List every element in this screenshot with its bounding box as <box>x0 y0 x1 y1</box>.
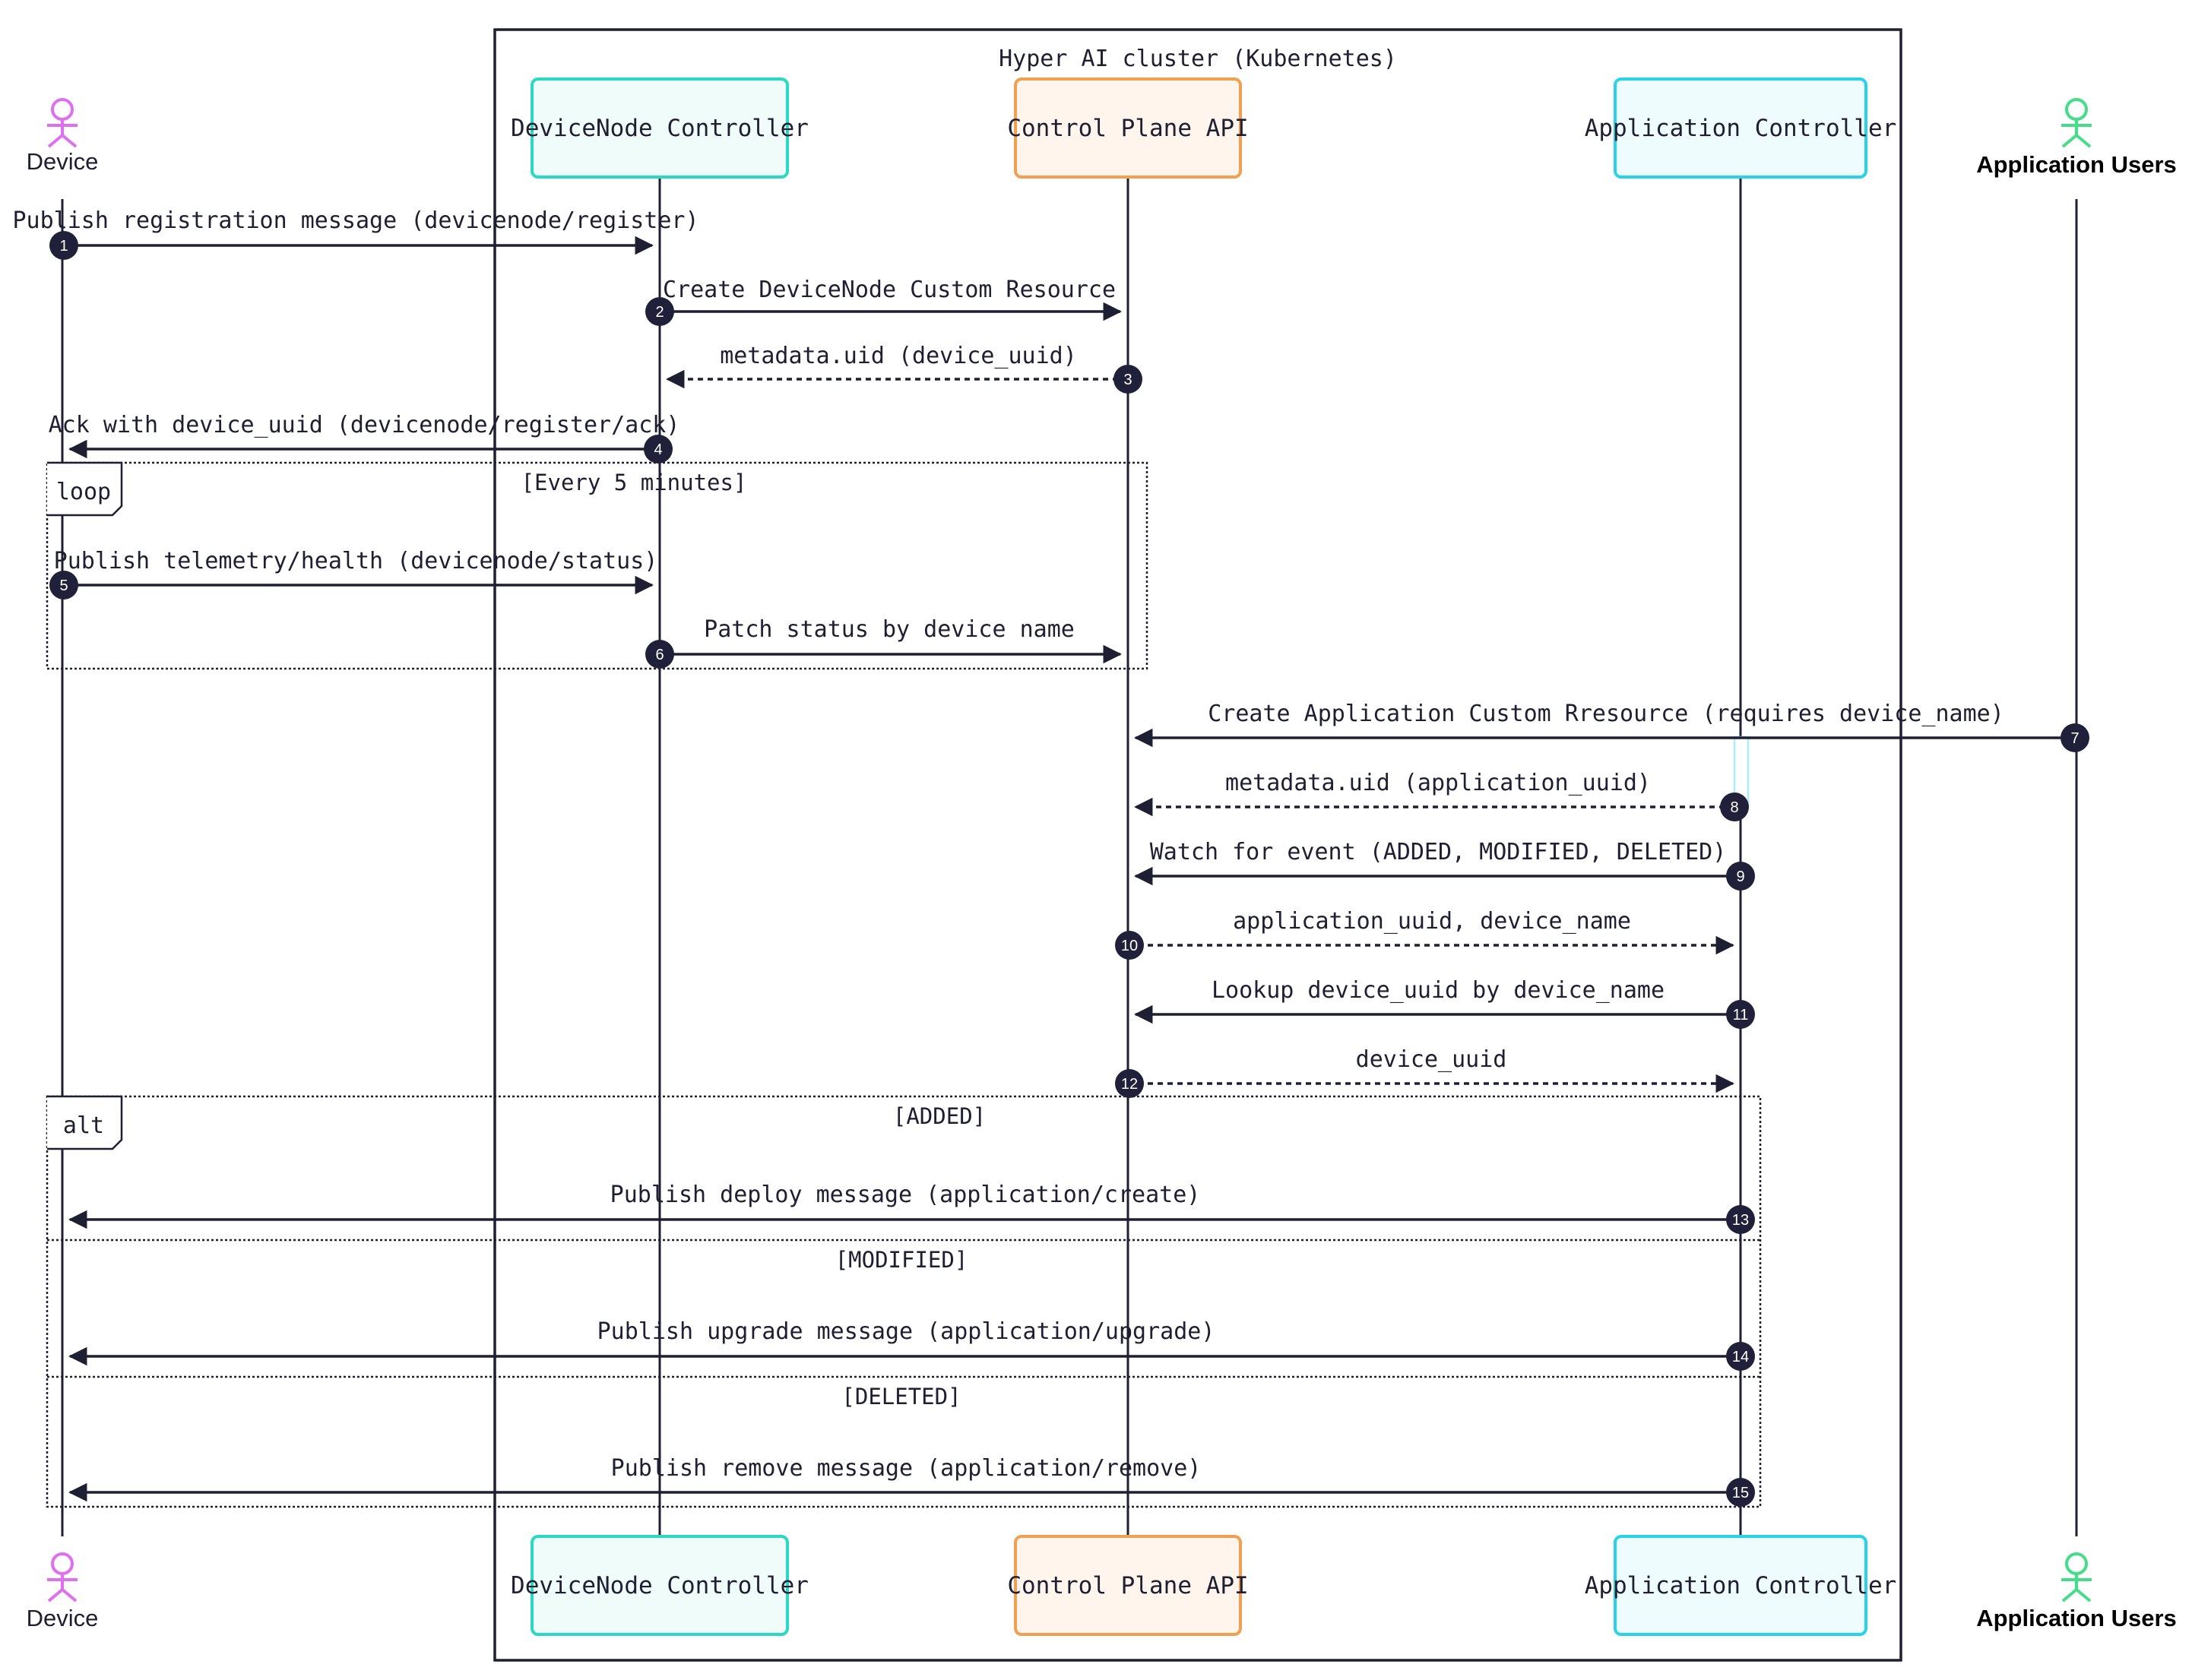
participant-control-plane-api-bottom: Control Plane API <box>1007 1535 1249 1636</box>
participant-application-controller-top: Application Controller <box>1585 78 1897 179</box>
step-badge <box>645 297 674 326</box>
message-label: Lookup device_uuid by device_name <box>1212 977 1665 1004</box>
message-2: Create DeviceNode Custom Resource 2 <box>645 277 1123 326</box>
person-icon <box>2061 98 2092 148</box>
step-badge <box>1726 1478 1755 1507</box>
person-icon <box>2061 1552 2092 1602</box>
step-number: 15 <box>1732 1485 1749 1501</box>
message-label: metadata.uid (device_uuid) <box>720 343 1077 369</box>
message-label: Patch status by device name <box>704 616 1075 643</box>
participant-label: Application Controller <box>1585 1572 1897 1599</box>
participant-label: Device <box>27 1605 99 1631</box>
step-badge <box>49 571 78 600</box>
person-icon <box>47 98 78 148</box>
message-label: Publish registration message (devicenode… <box>12 207 698 234</box>
step-number: 6 <box>655 647 664 663</box>
participant-application-users-bottom: Application Users <box>1976 1552 2177 1631</box>
message-label: Publish telemetry/health (devicenode/sta… <box>54 548 658 574</box>
step-badge <box>49 231 78 260</box>
message-label: Publish upgrade message (application/upg… <box>597 1318 1215 1345</box>
message-7: Create Application Custom Rresource (req… <box>1133 701 2089 752</box>
participant-label: Application Users <box>1976 151 2177 178</box>
message-8: metadata.uid (application_uuid) 8 <box>1133 770 1749 821</box>
participant-devicenode-controller-top: DeviceNode Controller <box>511 78 809 179</box>
cluster-boundary <box>493 28 1902 1662</box>
participant-application-users-top: Application Users <box>1976 98 2177 178</box>
message-5: Publish telemetry/health (devicenode/sta… <box>49 548 657 600</box>
step-badge <box>1720 793 1749 821</box>
person-icon <box>47 1552 78 1602</box>
message-9: Watch for event (ADDED, MODIFIED, DELETE… <box>1133 839 1755 891</box>
message-4: Ack with device_uuid (devicenode/registe… <box>49 412 680 464</box>
loop-condition: [Every 5 minutes] <box>521 470 747 495</box>
alt-label: alt <box>63 1112 104 1139</box>
step-badge <box>1726 1342 1755 1371</box>
step-number: 11 <box>1733 1007 1749 1024</box>
participant-control-plane-api-top: Control Plane API <box>1007 78 1249 179</box>
message-13: Publish deploy message (application/crea… <box>68 1182 1755 1234</box>
step-badge <box>1115 931 1144 960</box>
message-label: Create Application Custom Rresource (req… <box>1208 701 2004 727</box>
participant-device-bottom: Device <box>27 1552 99 1631</box>
message-label: Publish remove message (application/remo… <box>611 1455 1202 1482</box>
step-number: 3 <box>1123 372 1132 388</box>
participant-label: Application Controller <box>1585 115 1897 142</box>
message-label: application_uuid, device_name <box>1233 908 1631 935</box>
step-number: 10 <box>1121 938 1138 954</box>
step-number: 12 <box>1121 1076 1138 1093</box>
step-number: 5 <box>59 577 68 594</box>
cluster-title: Hyper AI cluster (Kubernetes) <box>999 46 1397 72</box>
message-label: Publish deploy message (application/crea… <box>610 1182 1201 1208</box>
loop-label: loop <box>56 479 111 505</box>
step-badge <box>2061 723 2089 752</box>
step-number: 14 <box>1732 1349 1749 1365</box>
step-number: 4 <box>654 441 662 458</box>
message-11: Lookup device_uuid by device_name 11 <box>1133 977 1755 1029</box>
participant-application-controller-bottom: Application Controller <box>1585 1535 1897 1636</box>
message-10: application_uuid, device_name 10 <box>1115 908 1735 960</box>
message-15: Publish remove message (application/remo… <box>68 1455 1755 1507</box>
step-number: 1 <box>59 238 68 255</box>
step-badge <box>645 640 674 669</box>
participant-label: Application Users <box>1976 1605 2177 1631</box>
participant-label: Device <box>27 148 99 175</box>
message-label: Watch for event (ADDED, MODIFIED, DELETE… <box>1150 839 1727 865</box>
message-label: Create DeviceNode Custom Resource <box>663 277 1116 303</box>
alt-condition-added: [ADDED] <box>893 1103 986 1129</box>
step-number: 9 <box>1736 868 1744 885</box>
message-1: Publish registration message (devicenode… <box>12 207 699 260</box>
alt-condition-modified: [MODIFIED] <box>835 1247 968 1273</box>
message-label: Ack with device_uuid (devicenode/registe… <box>49 412 680 438</box>
alt-condition-deleted: [DELETED] <box>841 1384 961 1409</box>
step-badge <box>644 435 673 464</box>
step-badge <box>1113 365 1142 394</box>
participant-label: Control Plane API <box>1007 115 1248 142</box>
step-badge <box>1726 1205 1755 1234</box>
message-6: Patch status by device name 6 <box>645 616 1123 669</box>
loop-frame: loop [Every 5 minutes] <box>46 461 1148 670</box>
message-12: device_uuid 12 <box>1115 1046 1735 1098</box>
participant-label: Control Plane API <box>1007 1572 1248 1599</box>
participant-label: DeviceNode Controller <box>511 115 809 142</box>
step-badge <box>1115 1069 1144 1098</box>
step-badge <box>1726 862 1755 891</box>
step-number: 2 <box>655 304 664 321</box>
participant-device-top: Device <box>27 98 99 175</box>
message-14: Publish upgrade message (application/upg… <box>68 1318 1755 1371</box>
message-label: device_uuid <box>1356 1046 1507 1073</box>
alt-frame: alt [ADDED] [MODIFIED] [DELETED] <box>46 1095 1762 1508</box>
step-number: 8 <box>1730 799 1738 816</box>
step-badge <box>1726 1000 1755 1029</box>
step-number: 7 <box>2070 730 2079 747</box>
message-3: metadata.uid (device_uuid) 3 <box>665 343 1142 394</box>
step-number: 13 <box>1732 1212 1749 1229</box>
message-label: metadata.uid (application_uuid) <box>1225 770 1651 796</box>
participant-label: DeviceNode Controller <box>511 1572 809 1599</box>
participant-devicenode-controller-bottom: DeviceNode Controller <box>511 1535 809 1636</box>
